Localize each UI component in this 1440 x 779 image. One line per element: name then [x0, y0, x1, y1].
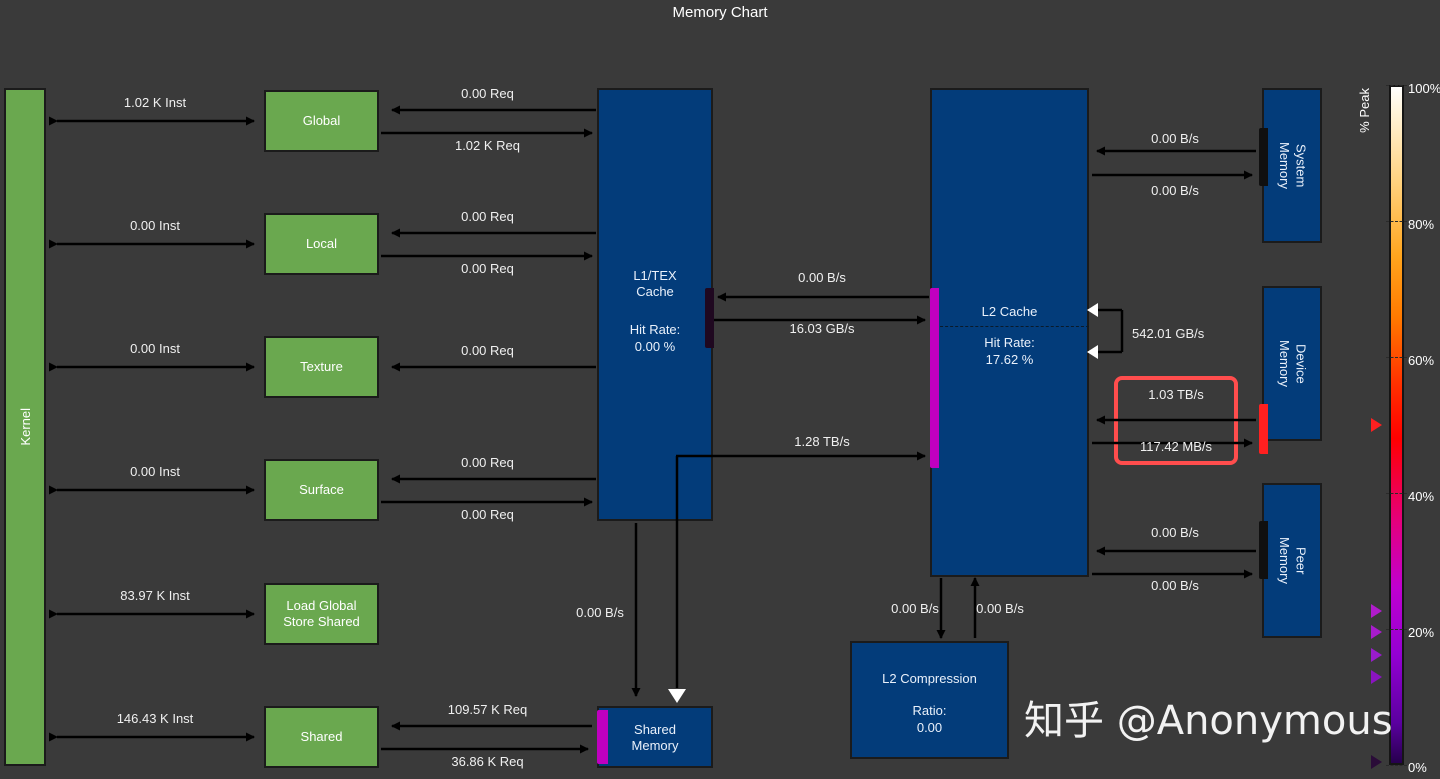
scale-tick-100: 100%: [1408, 81, 1440, 96]
edge-label-l2-devmem-in: 1.03 TB/s: [1148, 387, 1204, 402]
l2-cache-divider: [930, 326, 1089, 327]
edge-label-l2-sysmem-in: 0.00 B/s: [1151, 131, 1199, 146]
unit-local-label: Local: [305, 235, 338, 251]
unit-load-global-store-shared[interactable]: Load Global Store Shared: [264, 583, 379, 645]
unit-texture[interactable]: Texture: [264, 336, 379, 398]
edge-label-surface-l1-in: 0.00 Req: [461, 455, 514, 470]
peer-memory-label: Peer Memory: [1277, 537, 1309, 584]
unit-local[interactable]: Local: [264, 213, 379, 275]
system-memory-box[interactable]: System Memory: [1262, 88, 1322, 243]
l1tex-hitrate-value: 0.00 %: [634, 339, 676, 354]
device-memory-box[interactable]: Device Memory: [1262, 286, 1322, 441]
scale-marker-5: [1371, 755, 1382, 769]
unit-surface-label: Surface: [299, 481, 344, 497]
system-memory-left-accent: [1259, 128, 1268, 186]
edge-label-local-l1-in: 0.00 Req: [461, 209, 514, 224]
unit-shared-label: Shared: [300, 728, 343, 744]
unit-global-label: Global: [302, 112, 341, 128]
l2-compression-ratio-value: 0.00: [916, 720, 943, 735]
watermark-text: 知乎 @Anonymous: [1024, 698, 1393, 744]
edge-label-l1-l2-in: 0.00 B/s: [798, 270, 846, 285]
l2-cache-title: L2 Cache: [981, 304, 1038, 319]
edge-label-l2-comp-out: 0.00 B/s: [976, 601, 1024, 616]
l2-left-accent: [930, 288, 939, 468]
shared-memory-label: Shared Memory: [631, 722, 679, 754]
edge-label-l2-sysmem-out: 0.00 B/s: [1151, 183, 1199, 198]
edge-label-texture-l1: 0.00 Req: [461, 343, 514, 358]
scale-tick-20: 20%: [1408, 625, 1435, 640]
unit-texture-label: Texture: [300, 358, 343, 374]
edge-label-l1-sharedmem: 0.00 B/s: [576, 605, 624, 620]
l1tex-title: L1/TEX Cache: [633, 268, 677, 300]
edge-label-kernel-local: 0.00 Inst: [130, 218, 180, 233]
peer-memory-left-accent: [1259, 521, 1268, 579]
system-memory-label: System Memory: [1277, 142, 1309, 189]
edge-label-surface-l1-out: 0.00 Req: [461, 507, 514, 522]
l2-hitrate-value: 17.62 %: [985, 352, 1034, 367]
page-title: Memory Chart: [672, 4, 768, 21]
l1tex-hitrate-label: Hit Rate:: [629, 322, 681, 337]
edge-label-l2-devmem-out: 117.42 MB/s: [1139, 439, 1213, 454]
l2-hitrate-label: Hit Rate:: [984, 335, 1035, 350]
device-memory-label: Device Memory: [1277, 340, 1309, 387]
peer-memory-box[interactable]: Peer Memory: [1262, 483, 1322, 638]
unit-shared[interactable]: Shared: [264, 706, 379, 768]
edge-label-shared-sm-out: 36.86 K Req: [451, 754, 524, 769]
edge-label-l1-l2-shared: 1.28 TB/s: [794, 434, 850, 449]
edge-label-kernel-shared: 146.43 K Inst: [116, 711, 194, 726]
edge-label-kernel-surface: 0.00 Inst: [130, 464, 180, 479]
scale-tick-40: 40%: [1408, 489, 1435, 504]
l2-compression-ratio-label: Ratio:: [912, 703, 947, 718]
scale-marker-1: [1371, 604, 1382, 618]
unit-surface[interactable]: Surface: [264, 459, 379, 521]
scale-tick-60: 60%: [1408, 353, 1435, 368]
l1tex-right-accent: [705, 288, 714, 348]
kernel-bar[interactable]: Kernel: [4, 88, 46, 766]
edge-label-l2-peermem-out: 0.00 B/s: [1151, 578, 1199, 593]
scale-axis-label: % Peak: [1357, 88, 1372, 133]
scale-tick-80: 80%: [1408, 217, 1435, 232]
percent-peak-colorbar[interactable]: [1389, 85, 1404, 765]
edge-label-kernel-texture: 0.00 Inst: [130, 341, 180, 356]
edge-label-global-l1-out: 1.02 K Req: [454, 138, 521, 153]
scale-marker-device-memory: [1371, 418, 1382, 432]
scale-marker-2: [1371, 625, 1382, 639]
edge-label-l2-comp-in: 0.00 B/s: [891, 601, 939, 616]
edge-label-l2-lsu: 542.01 GB/s: [1132, 326, 1205, 341]
shared-memory-box[interactable]: Shared Memory: [597, 706, 713, 768]
unit-global[interactable]: Global: [264, 90, 379, 152]
edge-label-global-l1-in: 0.00 Req: [461, 86, 514, 101]
edge-label-l1-l2-out: 16.03 GB/s: [789, 321, 855, 336]
l2-compression-title: L2 Compression: [882, 671, 977, 686]
edge-label-l2-peermem-in: 0.00 B/s: [1151, 525, 1199, 540]
edge-label-local-l1-out: 0.00 Req: [461, 261, 514, 276]
shared-memory-left-accent: [597, 710, 608, 764]
scale-marker-3: [1371, 648, 1382, 662]
l2-cache-box[interactable]: L2 Cache Hit Rate: 17.62 %: [930, 88, 1089, 577]
edge-label-shared-sm-in: 109.57 K Req: [447, 702, 528, 717]
l2-compression-box[interactable]: L2 Compression Ratio: 0.00: [850, 641, 1009, 759]
device-memory-left-accent: [1259, 404, 1268, 454]
scale-tick-0: 0%: [1408, 760, 1427, 775]
edge-label-kernel-lgss: 83.97 K Inst: [120, 588, 190, 603]
unit-lgss-label: Load Global Store Shared: [283, 597, 360, 629]
edge-label-kernel-global: 1.02 K Inst: [123, 95, 187, 110]
scale-marker-4: [1371, 670, 1382, 684]
